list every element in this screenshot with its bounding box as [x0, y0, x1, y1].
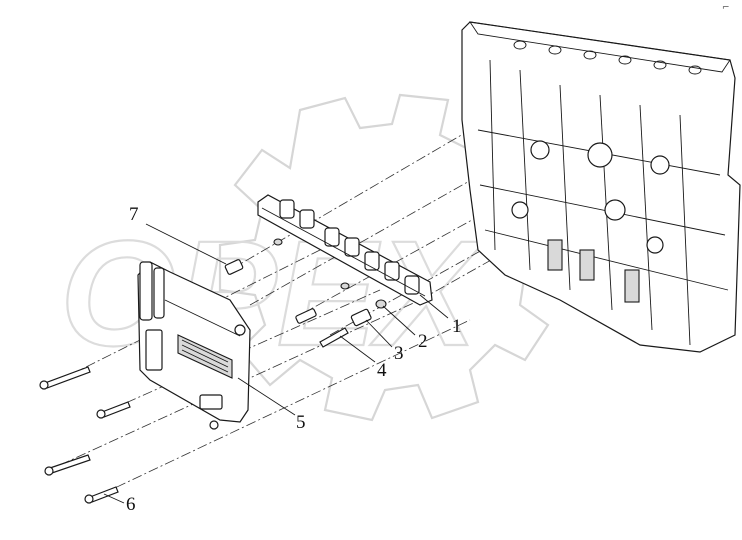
leader-7	[145, 223, 227, 265]
part-5-control-module	[137, 261, 251, 430]
bolt	[44, 454, 91, 476]
leader-lines	[103, 223, 449, 504]
leader-1	[419, 294, 449, 319]
leader-6	[103, 493, 125, 504]
part-1-rail-assembly	[257, 194, 433, 306]
callout-numbers: 1 2 3 4 5 6 7	[126, 204, 462, 515]
part-7-spacer	[224, 238, 350, 290]
watermark-gear-outline	[218, 93, 562, 422]
deck-bolt-holes	[513, 40, 702, 75]
rail-ports	[279, 199, 420, 295]
leader-5	[237, 377, 296, 416]
callout-4: 4	[377, 360, 387, 381]
part-4-stud	[295, 308, 349, 348]
leader-3	[365, 319, 393, 348]
module-fins	[177, 334, 233, 379]
part-6-bolts	[39, 366, 131, 504]
callout-6: 6	[126, 494, 136, 515]
engine-block	[461, 21, 741, 353]
callout-1: 1	[452, 316, 462, 337]
leader-2	[382, 305, 416, 336]
part-2-sleeve	[350, 308, 372, 327]
callout-5: 5	[296, 412, 306, 433]
bolt	[39, 366, 91, 390]
bolt	[84, 486, 119, 504]
bolt	[96, 401, 131, 419]
callout-2: 2	[418, 331, 428, 352]
callout-7: 7	[129, 204, 139, 225]
leader-4	[339, 335, 376, 363]
callout-3: 3	[394, 343, 404, 364]
corner-mark: ⌐	[722, 3, 730, 13]
